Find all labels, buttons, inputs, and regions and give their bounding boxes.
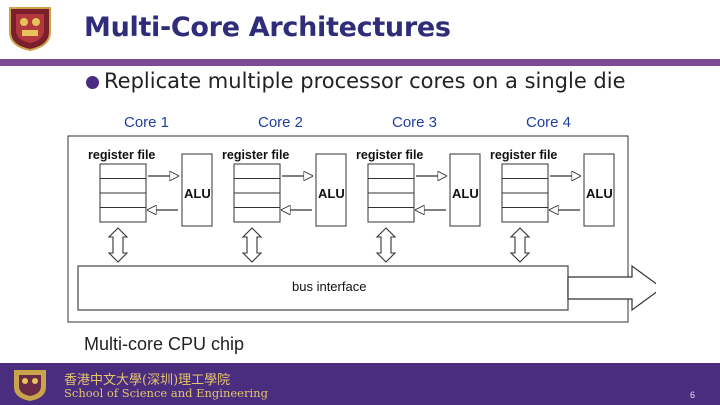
core-bus-double-arrow (241, 227, 263, 263)
core-label: Core 2 (258, 114, 303, 131)
alu-box (449, 153, 481, 227)
page-number: 6 (690, 390, 696, 400)
core-bus-double-arrow (375, 227, 397, 263)
register-file-label: register file (490, 148, 557, 162)
alu-box (315, 153, 347, 227)
core-label: Core 1 (124, 114, 169, 131)
footer-chinese-name: 香港中文大學(深圳)理工學院 (64, 373, 231, 388)
register-file-label: register file (88, 148, 155, 162)
footer-bar (0, 363, 720, 405)
chip-caption: Multi-core CPU chip (84, 334, 245, 354)
core-label: Core 3 (392, 114, 437, 131)
alu-label: ALU (452, 186, 479, 201)
core-label: Core 4 (526, 114, 571, 131)
bus-interface-box (77, 265, 569, 311)
page-title: Multi-Core Architectures (84, 12, 451, 43)
alu-label: ALU (318, 186, 345, 201)
alu-label: ALU (586, 186, 613, 201)
university-crest-icon (9, 7, 51, 52)
register-file-label: register file (356, 148, 423, 162)
core-bus-double-arrow (509, 227, 531, 263)
footer-crest-icon (14, 370, 46, 401)
alu-box (181, 153, 213, 227)
title-divider (0, 59, 720, 66)
alu-box (583, 153, 615, 227)
bus-interface-label: bus interface (292, 279, 366, 294)
external-bus-arrow (567, 264, 656, 312)
bullet-icon (86, 76, 99, 89)
alu-label: ALU (184, 186, 211, 201)
register-file-label: register file (222, 148, 289, 162)
footer-english-name: School of Science and Engineering (64, 386, 268, 400)
core-bus-double-arrow (107, 227, 129, 263)
bullet-text: Replicate multiple processor cores on a … (104, 69, 626, 93)
